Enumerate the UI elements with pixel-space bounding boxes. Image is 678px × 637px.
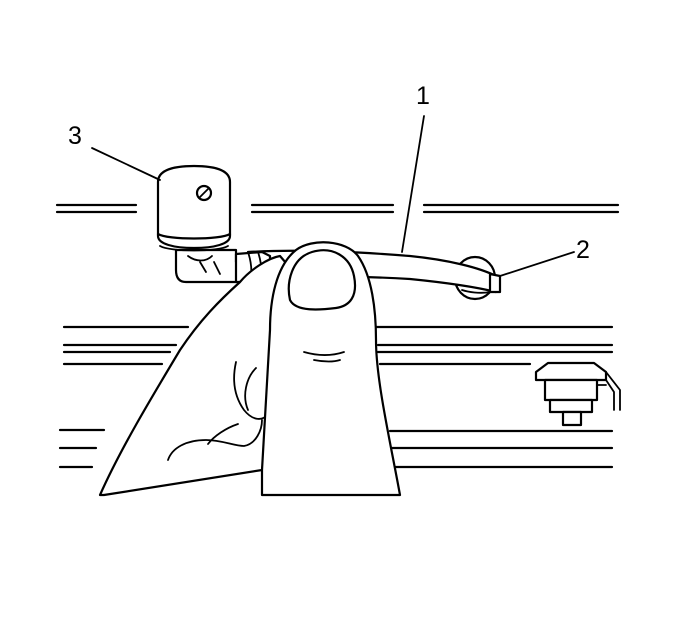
leader-line-1: [401, 115, 425, 253]
fastener: [534, 361, 621, 427]
hand: [98, 241, 402, 497]
callout-1: 1: [416, 82, 430, 110]
callout-2: 2: [576, 236, 590, 264]
washer-nozzle: [156, 164, 232, 252]
panel-lines: [55, 203, 620, 469]
leader-line-2: [499, 251, 575, 277]
callout-3: 3: [68, 122, 82, 150]
leader-line-3: [91, 147, 161, 181]
callout-leaders: [91, 115, 575, 277]
callouts: 1 2 3: [68, 82, 590, 264]
